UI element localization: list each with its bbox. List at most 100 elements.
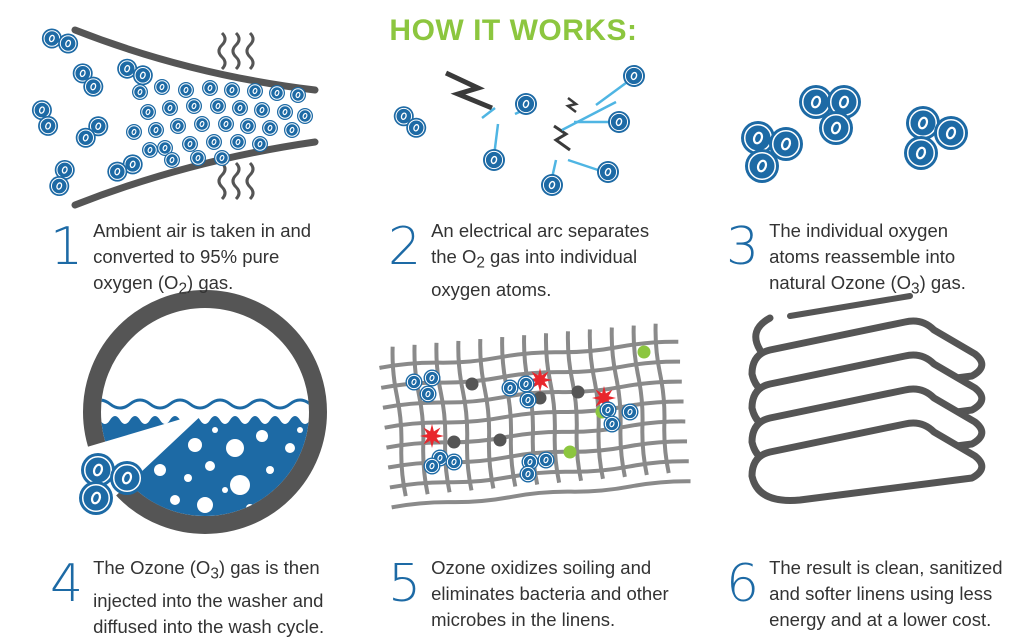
bond-line [561,100,617,132]
oxygen-atom-icon [186,98,202,114]
oxygen-atom-icon [599,401,617,419]
oxygen-atom-icon [906,106,940,140]
oxygen-atom-icon [406,117,427,138]
oxygen-atom-icon [284,122,300,138]
oxygen-atom-icon [117,58,138,79]
step-1: 1 Ambient air is taken in and converted … [50,218,311,303]
oxygen-atom-icon [38,115,59,136]
step-number: 5 [388,554,422,614]
oxygen-atom-icon [423,369,441,387]
oxygen-atom-icon [290,87,306,103]
heat-wave-icon [231,31,241,71]
oxygen-atom-icon [224,82,240,98]
heat-wave-icon [245,161,255,201]
oxygen-atom-icon [178,82,194,98]
oxygen-atom-icon [603,415,621,433]
oxygen-atom-icon [297,108,313,124]
microbe-particle [465,377,479,391]
mesh-thread [391,479,691,510]
oxygen-atom-icon [745,149,779,183]
folded-linens-icon [748,293,986,504]
starburst-icon [420,424,444,448]
step-text: Ambient air is taken in and converted to… [93,220,312,298]
step-5: 5 Ozone oxidizes soiling and eliminates … [388,555,669,640]
oxygen-atom-icon [799,85,833,119]
step-number: 3 [726,217,760,277]
heat-wave-icon [245,31,255,71]
microbe-particle [571,385,585,399]
oxygen-atom-icon [262,120,278,136]
lightning-bolt-icon [553,124,571,152]
ozone-molecule-icon [405,369,441,403]
oxygen-atom-icon [608,111,630,133]
oxygen-atom-icon [206,134,222,150]
bond-line [481,107,496,119]
oxygen-atom-icon [140,104,156,120]
oxygen-atom-icon [445,453,463,471]
ozone-molecule-icon [904,106,968,170]
step-text: An electrical arc separates the O2 gas i… [431,220,650,300]
bubble [205,461,215,471]
step-6: 6 The result is clean, sanitized and sof… [726,555,1003,640]
microbe-particle [447,435,461,449]
ozone-molecule-icon [501,375,537,409]
funnel-top-line [71,26,319,94]
oxygen-atom-icon [934,116,968,150]
bubble [256,430,268,442]
oxygen-atom-icon [214,150,230,166]
oxygen-atom-icon [194,116,210,132]
mesh-thread [412,344,430,495]
step-number: 4 [50,554,84,614]
oxygen-atom-icon [405,373,423,391]
ozone-molecule-icon [423,449,463,475]
oxygen-atom-icon [519,465,537,483]
bubble [212,427,218,433]
oxygen-atom-icon [162,100,178,116]
oxygen-atom-icon [769,127,803,161]
heat-wave-icon [217,161,227,201]
mesh-thread [386,419,686,450]
bacteria-particle [563,445,577,459]
oxygen-atom-icon [122,154,143,175]
oxygen-atom-icon [107,161,128,182]
oxygen-atom-icon [483,149,505,171]
oxygen-atom-icon [182,136,198,152]
oxygen-atom-icon [148,122,164,138]
bond-line [595,78,631,107]
oxygen-atom-icon [277,104,293,120]
bubble [170,495,180,505]
oxygen-atom-icon [142,142,158,158]
mesh-thread [390,346,408,497]
step-text: The individual oxygen atoms reassemble i… [769,220,966,298]
bubble [197,497,213,513]
ozone-molecule-icon [599,401,639,433]
ozone-molecules-icon [741,85,968,183]
microbe-particle [533,391,547,405]
bubble [184,474,192,482]
heat-wave-icon [231,161,241,201]
bubble [297,427,303,433]
mesh-thread [379,339,679,370]
oxygen-atom-icon [247,83,263,99]
oxygen-atom-icon [254,102,270,118]
oxygen-atom-icon [58,33,79,54]
step-text: The Ozone (O3) gas is then injected into… [93,557,325,637]
bacteria-particle [637,345,651,359]
funnel-bottom-line [71,138,319,209]
step-number: 2 [388,217,422,277]
step-3: 3 The individual oxygen atoms reassemble… [726,218,966,303]
oxygen-atom-icon [49,176,70,197]
air-intake-funnel-icon [31,26,319,209]
oxygen-atom-icon [419,385,437,403]
step-text: The result is clean, sanitized and softe… [769,557,1003,630]
ozone-molecule-icon [519,451,555,483]
oxygen-atom-icon [519,391,537,409]
bubble [285,443,295,453]
bubble [222,487,228,493]
oxygen-atom-icon [230,134,246,150]
oxygen-atom-icon [541,174,563,196]
oxygen-atom-icon [537,451,555,469]
oxygen-atom-icon [31,100,52,121]
step-2: 2 An electrical arc separates the O2 gas… [388,218,649,303]
oxygen-atom-icon [72,63,93,84]
